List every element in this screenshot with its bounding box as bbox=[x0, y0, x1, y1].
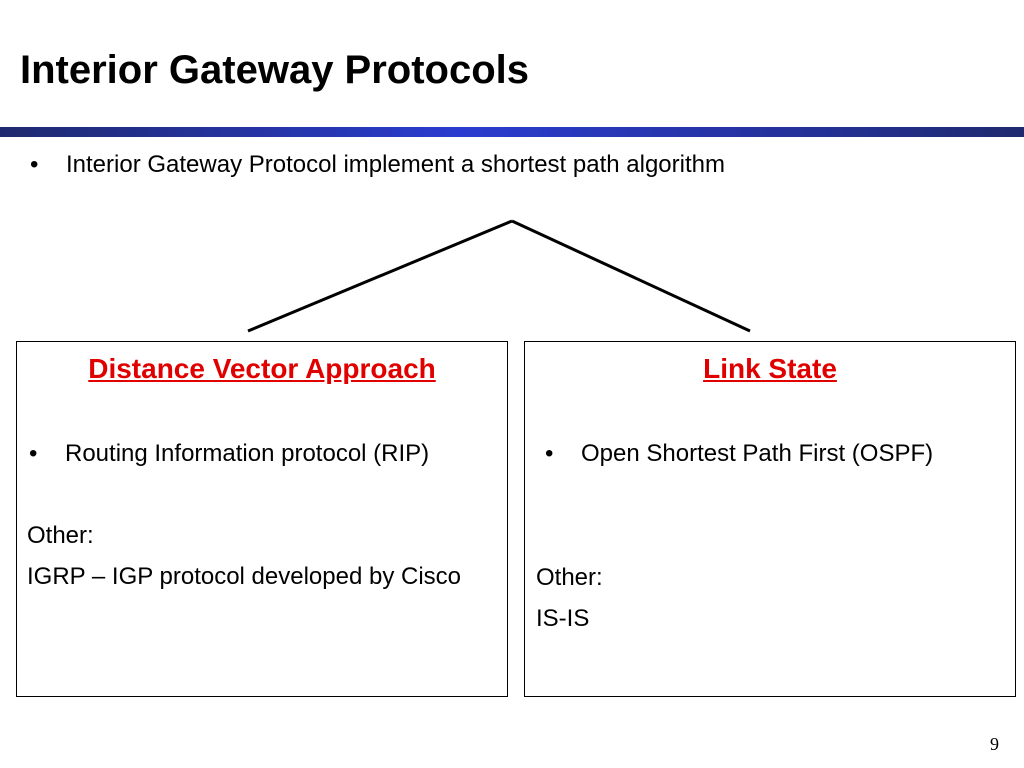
link-state-heading: Link State bbox=[703, 353, 837, 384]
igrp-item: IGRP – IGP protocol developed by Cisco bbox=[27, 563, 462, 590]
link-state-other-label: Other: bbox=[536, 564, 603, 591]
main-bullet-text: Interior Gateway Protocol implement a sh… bbox=[66, 151, 725, 178]
ospf-bullet: • Open Shortest Path First (OSPF) bbox=[545, 439, 933, 469]
page-number: 9 bbox=[990, 734, 999, 754]
connector-right-branch bbox=[511, 219, 751, 333]
main-bullet: • Interior Gateway Protocol implement a s… bbox=[30, 150, 725, 180]
connector-left-branch bbox=[247, 219, 513, 333]
bullet-marker: • bbox=[30, 151, 39, 178]
title-rule bbox=[0, 127, 1024, 137]
is-is-item: IS-IS bbox=[536, 605, 590, 632]
distance-vector-other-label: Other: bbox=[27, 522, 94, 549]
bullet-marker: • bbox=[29, 440, 38, 467]
distance-vector-heading: Distance Vector Approach bbox=[88, 353, 436, 384]
link-state-panel: Link State • Open Shortest Path First (OS… bbox=[524, 341, 1016, 697]
distance-vector-panel: Distance Vector Approach • Routing Inform… bbox=[16, 341, 508, 697]
slide-title: Interior Gateway Protocols bbox=[20, 48, 530, 92]
bullet-marker: • bbox=[545, 440, 554, 467]
ospf-bullet-text: Open Shortest Path First (OSPF) bbox=[581, 440, 934, 467]
rip-bullet: • Routing Information protocol (RIP) bbox=[29, 439, 429, 469]
rip-bullet-text: Routing Information protocol (RIP) bbox=[65, 440, 430, 467]
